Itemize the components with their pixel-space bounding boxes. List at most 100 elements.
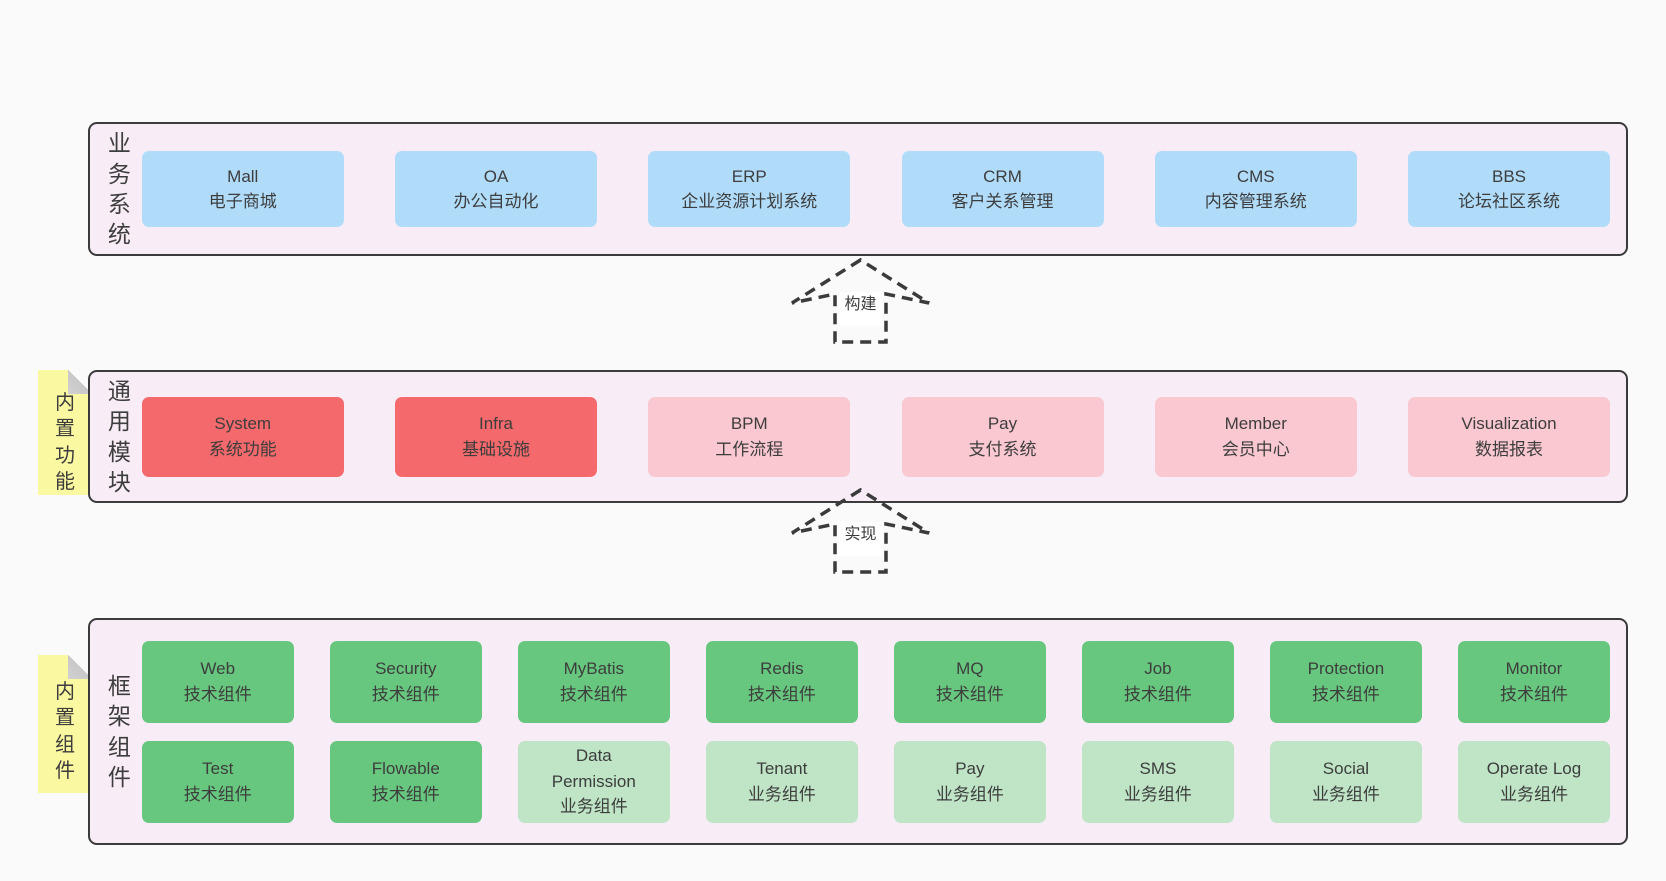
box-bpm-name: BPM: [730, 414, 768, 433]
box-protection-subtitle: 技术组件: [1311, 684, 1380, 704]
box-monitor-name: Monitor: [1505, 659, 1563, 678]
box-flowable: Flowable 技术组件: [329, 740, 482, 823]
box-job-name: Job: [1144, 659, 1172, 678]
box-mq: MQ 技术组件: [893, 640, 1046, 723]
box-pay-component-subtitle: 业务组件: [935, 784, 1004, 804]
band-label-business-systems: 业务系统: [107, 130, 131, 248]
box-pay-component-name: Pay: [955, 759, 985, 778]
box-flowable-name: Flowable: [371, 759, 440, 778]
box-infra: Infra 基础设施: [395, 396, 597, 477]
band-common-modules-content: System 系统功能 Infra 基础设施 BPM 工作流程 Pay 支付系统…: [134, 396, 1626, 477]
box-mall-name: Mall: [227, 166, 259, 186]
box-flowable-subtitle: 技术组件: [371, 784, 440, 804]
arrow-build-label: 构建: [838, 292, 883, 326]
box-social-name: Social: [1322, 759, 1370, 778]
box-oa: OA 办公自动化: [395, 151, 597, 227]
arrow-build: 构建: [788, 257, 933, 345]
box-mq-name: MQ: [956, 659, 984, 678]
box-member: Member 会员中心: [1154, 396, 1357, 477]
box-erp-subtitle: 企业资源计划系统: [681, 192, 818, 211]
box-bbs-subtitle: 论坛社区系统: [1458, 192, 1560, 211]
box-redis: Redis 技术组件: [705, 640, 858, 723]
box-infra-subtitle: 基础设施: [462, 439, 530, 459]
box-job-subtitle: 技术组件: [1123, 684, 1192, 704]
arrow-implement-label: 实现: [838, 522, 883, 556]
box-sms-name: SMS: [1139, 759, 1177, 778]
box-operate-log-name: Operate Log: [1486, 759, 1582, 778]
box-member-subtitle: 会员中心: [1221, 439, 1290, 459]
band-label-common-modules: 通用模块: [107, 377, 131, 495]
box-test: Test 技术组件: [141, 740, 294, 823]
sticky-built-in-components: 内置组件: [38, 655, 92, 793]
box-sms-subtitle: 业务组件: [1123, 784, 1192, 804]
box-bpm: BPM 工作流程: [648, 396, 851, 477]
box-pay-module-name: Pay: [987, 414, 1018, 433]
box-web-subtitle: 技术组件: [183, 684, 252, 704]
band-business-systems: 业务系统 Mall 电子商城 OA 办公自动化 ERP 企业资源计划系统 CRM…: [88, 122, 1628, 256]
box-protection-name: Protection: [1307, 659, 1385, 678]
sticky-built-in-components-label: 内置组件: [55, 681, 75, 783]
box-security-name: Security: [375, 659, 437, 678]
arrow-up-dashed-icon: [791, 257, 930, 344]
box-bbs-name: BBS: [1491, 166, 1527, 186]
box-mybatis: MyBatis 技术组件: [517, 640, 670, 723]
box-mybatis-subtitle: 技术组件: [559, 684, 628, 704]
box-bpm-subtitle: 工作流程: [715, 439, 784, 459]
box-oa-name: OA: [483, 166, 509, 186]
box-mall-subtitle: 电子商城: [208, 192, 277, 211]
box-cms-subtitle: 内容管理系统: [1204, 192, 1307, 211]
band-business-systems-content: Mall 电子商城 OA 办公自动化 ERP 企业资源计划系统 CRM 客户关系…: [134, 151, 1626, 227]
box-mq-subtitle: 技术组件: [935, 684, 1004, 704]
arrow-up-dashed-icon: [791, 487, 930, 574]
box-visualization: Visualization 数据报表: [1408, 396, 1610, 477]
box-social-subtitle: 业务组件: [1311, 784, 1380, 804]
box-erp: ERP 企业资源计划系统: [648, 151, 851, 227]
box-erp-name: ERP: [731, 166, 767, 186]
box-crm-subtitle: 客户关系管理: [951, 192, 1054, 211]
box-mall: Mall 电子商城: [141, 151, 344, 227]
box-data-permission-name: Data Permission: [551, 746, 636, 791]
box-operate-log: Operate Log 业务组件: [1457, 740, 1610, 823]
box-test-subtitle: 技术组件: [183, 784, 252, 804]
box-data-permission-subtitle: 业务组件: [559, 797, 628, 817]
box-protection: Protection 技术组件: [1269, 640, 1422, 723]
box-tenant-subtitle: 业务组件: [747, 784, 816, 804]
box-test-name: Test: [202, 759, 234, 778]
box-mybatis-name: MyBatis: [563, 659, 625, 678]
box-visualization-subtitle: 数据报表: [1475, 439, 1543, 459]
box-social: Social 业务组件: [1269, 740, 1422, 823]
band-framework-components-content: Web 技术组件 Security 技术组件 MyBatis 技术组件 Redi…: [134, 640, 1626, 823]
box-redis-name: Redis: [760, 659, 804, 678]
box-pay-module: Pay 支付系统: [901, 396, 1104, 477]
box-job: Job 技术组件: [1081, 640, 1234, 723]
box-monitor-subtitle: 技术组件: [1499, 684, 1568, 704]
box-security: Security 技术组件: [329, 640, 482, 723]
band-framework-components: 框架组件 Web 技术组件 Security 技术组件 MyBatis 技术组件…: [88, 618, 1628, 845]
box-data-permission: Data Permission 业务组件: [517, 740, 670, 823]
box-crm-name: CRM: [983, 166, 1022, 186]
box-tenant: Tenant 业务组件: [705, 740, 858, 823]
box-oa-subtitle: 办公自动化: [453, 192, 539, 211]
box-crm: CRM 客户关系管理: [901, 151, 1104, 227]
box-pay-module-subtitle: 支付系统: [968, 439, 1037, 459]
sticky-built-in-features-label: 内置功能: [55, 392, 75, 494]
box-monitor: Monitor 技术组件: [1457, 640, 1610, 723]
box-cms: CMS 内容管理系统: [1154, 151, 1357, 227]
box-member-name: Member: [1224, 414, 1287, 433]
box-security-subtitle: 技术组件: [371, 684, 440, 704]
box-pay-component: Pay 业务组件: [893, 740, 1046, 823]
box-redis-subtitle: 技术组件: [747, 684, 816, 704]
box-visualization-name: Visualization: [1461, 414, 1557, 433]
box-sms: SMS 业务组件: [1081, 740, 1234, 823]
box-cms-name: CMS: [1236, 166, 1275, 186]
box-infra-name: Infra: [478, 414, 514, 433]
box-web: Web 技术组件: [141, 640, 294, 723]
box-system-subtitle: 系统功能: [208, 439, 277, 459]
box-tenant-name: Tenant: [756, 759, 808, 778]
sticky-built-in-features: 内置功能: [38, 370, 92, 495]
box-operate-log-subtitle: 业务组件: [1499, 784, 1568, 804]
arrow-implement: 实现: [788, 487, 933, 575]
band-label-framework-components: 框架组件: [107, 672, 131, 790]
box-web-name: Web: [200, 659, 236, 678]
